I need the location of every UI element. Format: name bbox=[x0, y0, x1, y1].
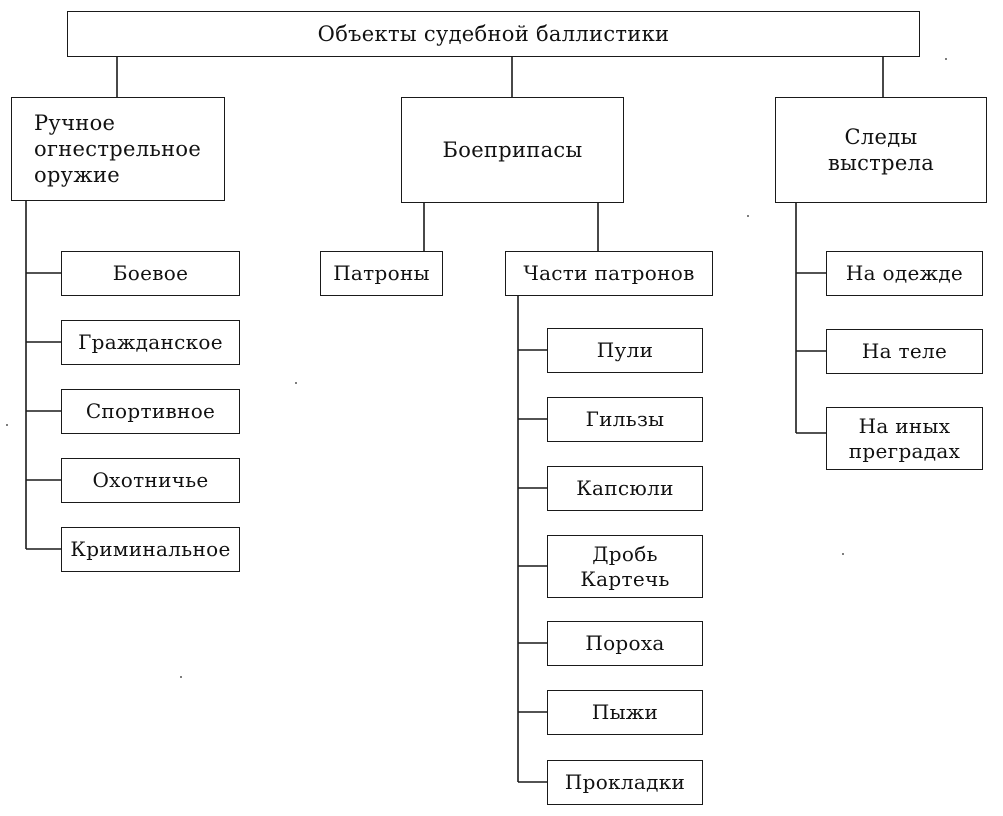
trace-other-label: На иных преградах bbox=[848, 413, 961, 463]
trace-body-label: На теле bbox=[861, 339, 948, 363]
category-weapons-label: Ручное огнестрельное оружие bbox=[34, 110, 202, 188]
part-wads-node: Пыжи bbox=[547, 690, 703, 735]
trace-other-node: На иных преградах bbox=[826, 407, 983, 470]
part-cases-label: Гильзы bbox=[585, 407, 665, 431]
trace-body-node: На теле bbox=[826, 329, 983, 374]
part-gaskets-node: Прокладки bbox=[547, 760, 703, 805]
category-ammunition-label: Боеприпасы bbox=[442, 137, 583, 162]
weapon-criminal-node: Криминальное bbox=[61, 527, 240, 572]
scan-speck bbox=[6, 424, 8, 426]
root-node: Объекты судебной баллистики bbox=[67, 11, 920, 57]
ammo-cartridges-label: Патроны bbox=[333, 261, 430, 285]
root-label: Объекты судебной баллистики bbox=[317, 21, 670, 46]
scan-speck bbox=[747, 215, 749, 217]
part-powders-label: Пороха bbox=[585, 631, 665, 655]
weapon-criminal-label: Криминальное bbox=[70, 537, 231, 561]
part-shot-label: Дробь Картечь bbox=[580, 541, 670, 591]
weapon-hunting-label: Охотничье bbox=[92, 468, 209, 492]
scan-speck bbox=[945, 58, 947, 60]
part-primers-label: Капсюли bbox=[576, 476, 674, 500]
weapon-hunting-node: Охотничье bbox=[61, 458, 240, 503]
part-primers-node: Капсюли bbox=[547, 466, 703, 511]
scan-speck bbox=[295, 382, 297, 384]
scan-speck bbox=[842, 553, 844, 555]
part-shot-node: Дробь Картечь bbox=[547, 535, 703, 598]
part-bullets-label: Пули bbox=[596, 338, 654, 362]
category-traces-label: Следы выстрела bbox=[827, 124, 935, 175]
weapon-combat-label: Боевое bbox=[112, 261, 189, 285]
part-powders-node: Пороха bbox=[547, 621, 703, 666]
ammo-cartridges-node: Патроны bbox=[320, 251, 443, 296]
part-wads-label: Пыжи bbox=[591, 700, 659, 724]
ammo-parts-node: Части патронов bbox=[505, 251, 713, 296]
part-gaskets-label: Прокладки bbox=[564, 770, 686, 794]
part-cases-node: Гильзы bbox=[547, 397, 703, 442]
ammo-parts-label: Части патронов bbox=[523, 261, 695, 285]
part-bullets-node: Пули bbox=[547, 328, 703, 373]
category-weapons-node: Ручное огнестрельное оружие bbox=[11, 97, 225, 201]
weapon-civil-node: Гражданское bbox=[61, 320, 240, 365]
weapon-civil-label: Гражданское bbox=[78, 330, 223, 354]
category-ammunition-node: Боеприпасы bbox=[401, 97, 624, 203]
trace-clothing-label: На одежде bbox=[845, 261, 964, 285]
trace-clothing-node: На одежде bbox=[826, 251, 983, 296]
weapon-sport-label: Спортивное bbox=[85, 399, 216, 423]
weapon-combat-node: Боевое bbox=[61, 251, 240, 296]
category-traces-node: Следы выстрела bbox=[775, 97, 987, 203]
weapon-sport-node: Спортивное bbox=[61, 389, 240, 434]
scan-speck bbox=[180, 676, 182, 678]
